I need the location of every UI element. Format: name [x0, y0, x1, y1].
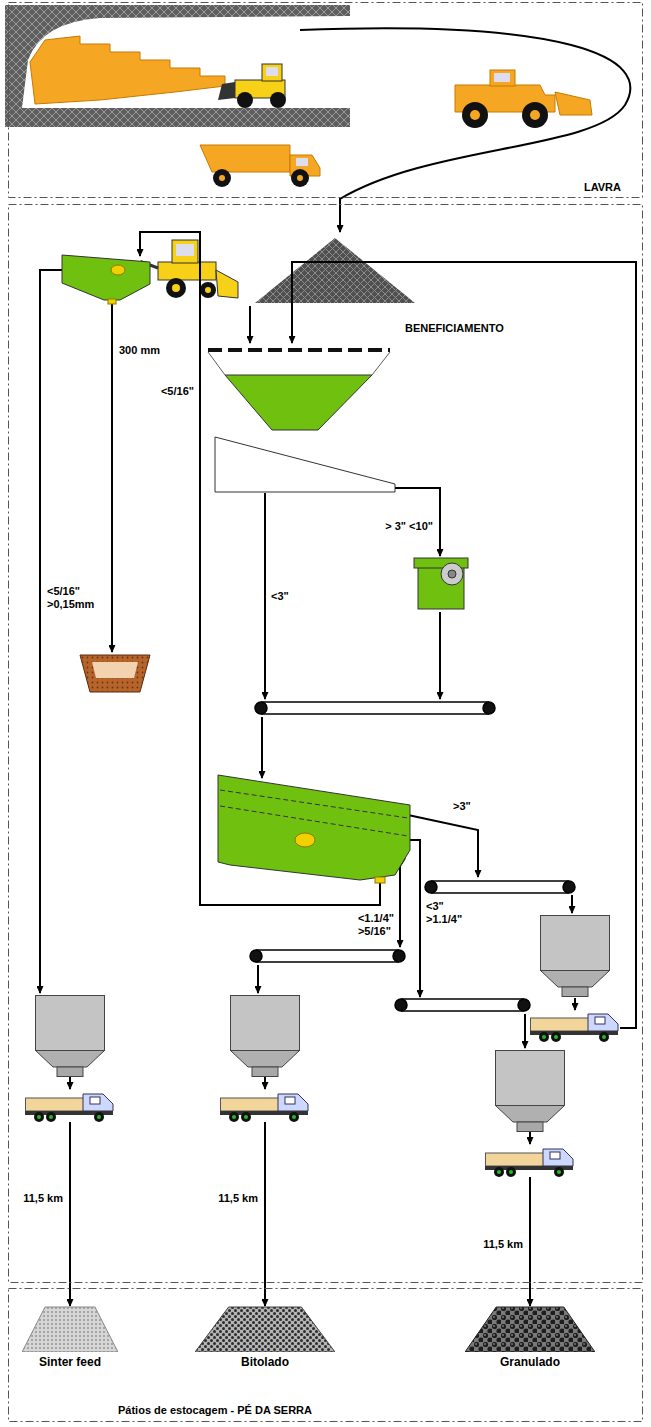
- size-fraction-label: <1.1/4" >5/16": [357, 912, 395, 938]
- haul-truck: [200, 145, 320, 187]
- feed-hopper: [225, 375, 372, 430]
- haul-route: [300, 28, 630, 199]
- region-border: [8, 2, 643, 198]
- stockpile-shape: [22, 1307, 118, 1352]
- area-label: LAVRA: [584, 181, 621, 193]
- region-border: [9, 3, 643, 198]
- stockpile-shape: [195, 1307, 335, 1352]
- area-region: Pátios de estocagem - PÉ DA SERRA Sinter …: [8, 1288, 643, 1422]
- area-label: BENEFICIAMENTO: [405, 322, 504, 334]
- road-truck: [25, 1014, 618, 1177]
- size-fraction-label: 300 mm: [118, 344, 161, 357]
- fines-screen: [62, 255, 150, 304]
- distance-label: 11,5 km: [482, 1238, 524, 1251]
- distance-label: 11,5 km: [22, 1192, 64, 1205]
- flow-arrow: [339, 198, 341, 232]
- flow-arrow: [264, 1283, 266, 1306]
- stockpile-shape: [465, 1307, 595, 1352]
- region-border: [8, 204, 643, 1283]
- area-label: Pátios de estocagem - PÉ DA SERRA: [118, 1404, 312, 1416]
- grizzly: [208, 350, 390, 375]
- stockpile: Bitolado: [195, 1306, 335, 1372]
- stockpile-shape: [22, 1306, 118, 1352]
- flow-arrow: [529, 1283, 531, 1306]
- stockpile-label: Bitolado: [241, 1355, 289, 1369]
- stockpile-label: Granulado: [500, 1355, 560, 1369]
- flow-arrow: [69, 1283, 71, 1306]
- size-fraction-label: <3": [270, 590, 290, 603]
- stockpile: Granulado: [465, 1306, 595, 1372]
- vibrating-feeder: [215, 437, 395, 492]
- lhd-loader: [455, 70, 592, 128]
- stockpile: Sinter feed: [22, 1306, 118, 1372]
- mine-loader: [218, 64, 286, 108]
- size-fraction-label: > 3" <10": [384, 520, 434, 533]
- stockpile-label: Sinter feed: [39, 1355, 101, 1369]
- rom-stockpile: [255, 238, 415, 303]
- jaw-crusher: [414, 558, 468, 609]
- flow-lines: [40, 232, 636, 1283]
- tailings-pond: [80, 655, 150, 692]
- stockpile-shape: [465, 1306, 595, 1352]
- stockpile-shape: [195, 1306, 335, 1352]
- silo: [36, 916, 610, 1132]
- size-fraction-label: <3" >1.1/4": [425, 900, 463, 926]
- area-region: LAVRA: [8, 2, 643, 198]
- region-border: [9, 1289, 643, 1422]
- size-fraction-label: <5/16" >0,15mm: [46, 585, 95, 611]
- size-fraction-label: <5/16": [160, 385, 195, 398]
- mine-rock: [5, 5, 350, 127]
- double-deck-screen: [218, 775, 410, 883]
- region-border: [9, 205, 643, 1283]
- size-fraction-label: >3": [452, 800, 472, 813]
- distance-label: 11,5 km: [217, 1192, 259, 1205]
- area-region: BENEFICIAMENTO: [8, 204, 643, 1283]
- backhoe-loader: [138, 240, 238, 298]
